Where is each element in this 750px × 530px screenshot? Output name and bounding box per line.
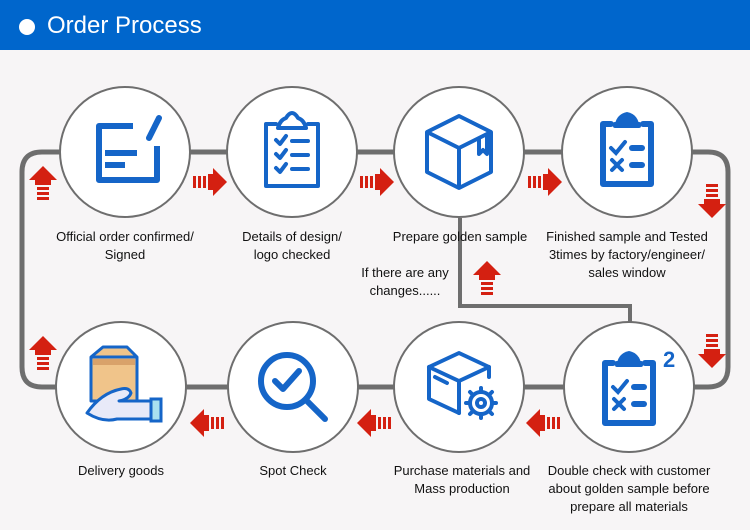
badge-number: 2: [663, 347, 675, 372]
arrow-up-1: [29, 336, 57, 370]
arrow-up-2: [29, 166, 57, 200]
step-circle-1: [59, 86, 191, 218]
connector-right: [630, 149, 731, 390]
bullet-dot-icon: [19, 19, 35, 35]
step-label-3: Prepare golden sample: [392, 229, 528, 244]
changes-note: If there are any changes......: [361, 265, 449, 298]
step-label-4: Finished sample and Tested 3times by fac…: [546, 229, 708, 280]
step-circle-6: [393, 321, 525, 453]
arrow-down-2: [698, 334, 726, 368]
step-label-6: Purchase materials and Mass production: [393, 463, 531, 496]
edit-document-icon: [96, 115, 162, 183]
arrow-left-3: [190, 409, 224, 437]
arrow-right-3: [528, 168, 562, 196]
arrow-up-feedback: [473, 261, 501, 295]
step-label-7: Spot Check: [259, 463, 327, 478]
step-label-1: Official order confirmed/ Signed: [56, 229, 194, 262]
arrow-left-1: [526, 409, 560, 437]
hand-box-icon: [85, 345, 163, 423]
step-label-5: Double check with customer about golden …: [547, 463, 711, 514]
header-bar: Order Process: [0, 0, 750, 50]
step-circle-7: [227, 321, 359, 453]
arrow-right-1: [193, 168, 227, 196]
box-gear-icon: [427, 351, 498, 420]
page-title: Order Process: [47, 12, 202, 39]
magnifier-check-icon: [258, 352, 328, 422]
step-circle-5: 2: [563, 321, 695, 453]
connector-left: [19, 149, 120, 390]
test-clipboard-2-icon: 2: [602, 347, 675, 426]
checklist-clipboard-icon: [264, 111, 320, 188]
step-label-8: Delivery goods: [78, 463, 164, 478]
step-circle-8: [55, 321, 187, 453]
package-box-icon: [425, 114, 493, 190]
arrow-left-2: [357, 409, 391, 437]
arrow-right-2: [360, 168, 394, 196]
step-label-2: Details of design/ logo checked: [242, 229, 342, 262]
arrow-down-1: [698, 184, 726, 218]
step-circle-4: [561, 86, 693, 218]
test-clipboard-icon: [600, 112, 654, 187]
step-circle-3: [393, 86, 525, 218]
connector-feedback: [458, 218, 632, 330]
step-circle-2: [226, 86, 358, 218]
